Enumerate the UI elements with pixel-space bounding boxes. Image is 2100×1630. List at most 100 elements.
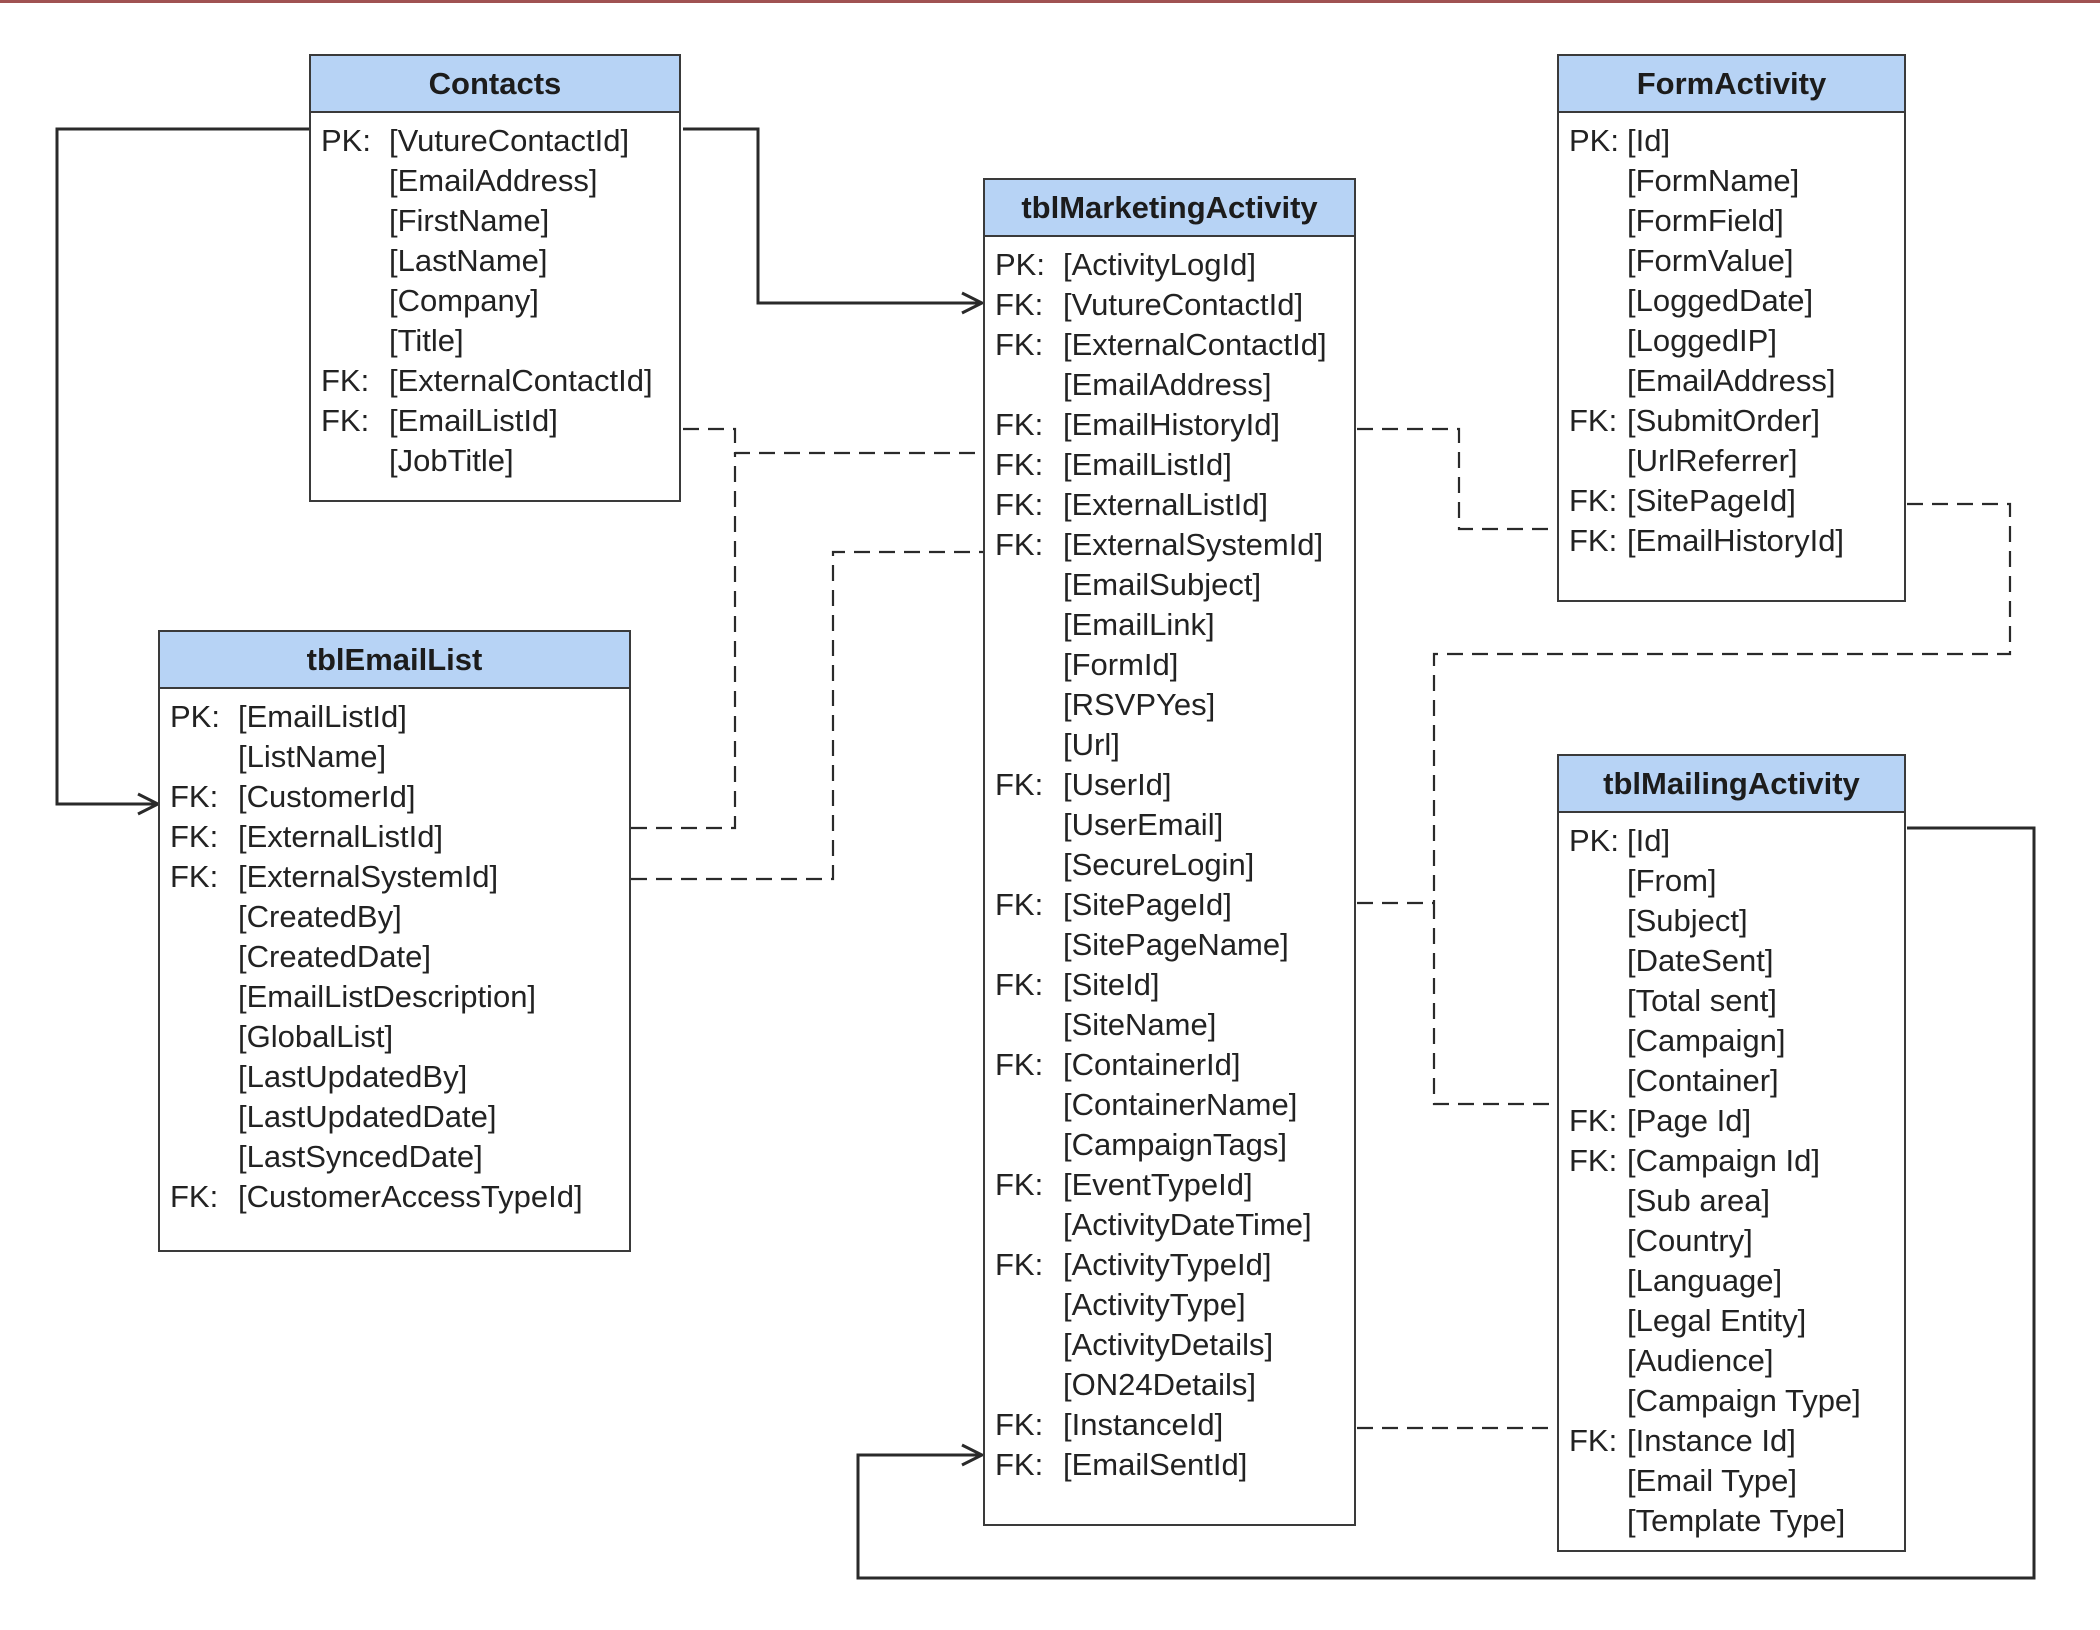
primary-key-marker: PK: [1569, 123, 1619, 158]
column-row: [LoggedIP] [1559, 321, 1904, 361]
column-row: FK:[ExternalListId] [985, 485, 1354, 525]
column-row: [LoggedDate] [1559, 281, 1904, 321]
column-name: [EmailHistoryId] [1627, 523, 1845, 558]
column-row: [EmailLink] [985, 605, 1354, 645]
connector-emaillist-externallistid [631, 453, 737, 830]
column-row: [Url] [985, 725, 1354, 765]
column-name: [CustomerId] [238, 779, 416, 814]
column-name: [EmailAddress] [389, 163, 598, 198]
column-name: [SiteId] [1063, 967, 1160, 1002]
column-name: [ExternalSystemId] [238, 859, 499, 894]
column-name: [LastUpdatedDate] [238, 1099, 497, 1134]
column-name: [FormValue] [1627, 243, 1794, 278]
column-name: [From] [1627, 863, 1717, 898]
foreign-key-marker: FK: [995, 967, 1044, 1002]
column-row: PK: [EmailListId] [160, 697, 629, 737]
column-row: [CampaignTags] [985, 1125, 1354, 1165]
column-row: [ON24Details] [985, 1365, 1354, 1405]
primary-key-marker: PK: [170, 699, 220, 734]
column-name: [ExternalSystemId] [1063, 527, 1324, 562]
column-name: [EmailListId] [238, 699, 407, 734]
column-row: [FormValue] [1559, 241, 1904, 281]
primary-key-marker: PK: [321, 123, 371, 158]
column-row: [Total sent] [1559, 981, 1904, 1021]
column-row: [Language] [1559, 1261, 1904, 1301]
column-name: [EmailSubject] [1063, 567, 1262, 602]
column-row: [Template Type] [1559, 1501, 1904, 1541]
column-row: [LastUpdatedDate] [160, 1097, 629, 1137]
column-name: [ListName] [238, 739, 387, 774]
column-row: FK:[Campaign Id] [1559, 1141, 1904, 1181]
column-name: [ActivityTypeId] [1063, 1247, 1272, 1282]
column-row: [UserEmail] [985, 805, 1354, 845]
column-row: [GlobalList] [160, 1017, 629, 1057]
column-row: FK: [ExternalSystemId] [985, 525, 1354, 565]
column-name: [EmailSentId] [1063, 1447, 1248, 1482]
column-name: [ActivityDetails] [1063, 1327, 1274, 1362]
foreign-key-marker: FK: [1569, 1423, 1618, 1458]
column-row: [Email Type] [1559, 1461, 1904, 1501]
column-name: [Company] [389, 283, 539, 318]
column-name: [JobTitle] [389, 443, 514, 478]
column-row: [SecureLogin] [985, 845, 1354, 885]
foreign-key-marker: FK: [995, 487, 1044, 522]
column-name: [EmailListId] [1063, 447, 1232, 482]
foreign-key-marker: FK: [995, 767, 1044, 802]
column-name: [LastUpdatedBy] [238, 1059, 468, 1094]
column-name: [LastSyncedDate] [238, 1139, 483, 1174]
column-row: [FirstName] [311, 201, 679, 241]
column-name: [Campaign Id] [1627, 1143, 1820, 1178]
column-row: [EmailAddress] [985, 365, 1354, 405]
column-row: [ActivityType] [985, 1285, 1354, 1325]
foreign-key-marker: FK: [1569, 1103, 1618, 1138]
column-name: [ActivityType] [1063, 1287, 1246, 1322]
foreign-key-marker: FK: [995, 447, 1044, 482]
column-row: PK:[ActivityLogId] [985, 245, 1354, 285]
foreign-key-marker: FK: [995, 327, 1044, 362]
connector-emaillist-externalsystemid [631, 550, 983, 881]
column-row: [Country] [1559, 1221, 1904, 1261]
column-row: [ActivityDateTime] [985, 1205, 1354, 1245]
column-name: [DateSent] [1627, 943, 1774, 978]
foreign-key-marker: FK: [995, 1247, 1044, 1282]
entity-columns: PK:[EmailListId][ListName]FK:[CustomerId… [160, 689, 629, 1217]
foreign-key-marker: FK: [995, 407, 1044, 442]
foreign-key-marker: FK: [995, 1047, 1044, 1082]
column-name: [GlobalList] [238, 1019, 394, 1054]
column-name: [Url] [1063, 727, 1120, 762]
foreign-key-marker: FK: [995, 1407, 1044, 1442]
column-name: [CreatedBy] [238, 899, 402, 934]
column-row: [Legal Entity] [1559, 1301, 1904, 1341]
column-row: FK:[EmailHistoryId] [1559, 521, 1904, 561]
column-row: [FormField] [1559, 201, 1904, 241]
entity-columns: PK:[Id][FormName][FormField][FormValue][… [1559, 113, 1904, 561]
column-name: [EmailLink] [1063, 607, 1215, 642]
column-name: [UserId] [1063, 767, 1172, 802]
foreign-key-marker: FK: [1569, 403, 1618, 438]
foreign-key-marker: FK: [1569, 483, 1618, 518]
column-name: [VutureContactId] [389, 123, 630, 158]
column-row: [FormName] [1559, 161, 1904, 201]
column-name: [Template Type] [1627, 1503, 1846, 1538]
column-row: [CreatedBy] [160, 897, 629, 937]
foreign-key-marker: FK: [995, 887, 1044, 922]
column-row: [FormId] [985, 645, 1354, 685]
column-row: [SitePageName] [985, 925, 1354, 965]
foreign-key-marker: FK: [321, 403, 370, 438]
column-row: FK:[ExternalContactId] [985, 325, 1354, 365]
column-name: [ON24Details] [1063, 1367, 1256, 1402]
primary-key-marker: PK: [995, 247, 1045, 282]
column-row: FK:[ExternalListId] [160, 817, 629, 857]
column-row: [EmailAddress] [1559, 361, 1904, 401]
column-row: PK: [VutureContactId] [311, 121, 679, 161]
column-name: [FormName] [1627, 163, 1800, 198]
foreign-key-marker: FK: [995, 527, 1044, 562]
column-name: [SiteName] [1063, 1007, 1217, 1042]
column-row: [LastName] [311, 241, 679, 281]
column-row: FK: [ActivityTypeId] [985, 1245, 1354, 1285]
column-name: [ExternalListId] [238, 819, 444, 854]
foreign-key-marker: FK: [321, 363, 370, 398]
